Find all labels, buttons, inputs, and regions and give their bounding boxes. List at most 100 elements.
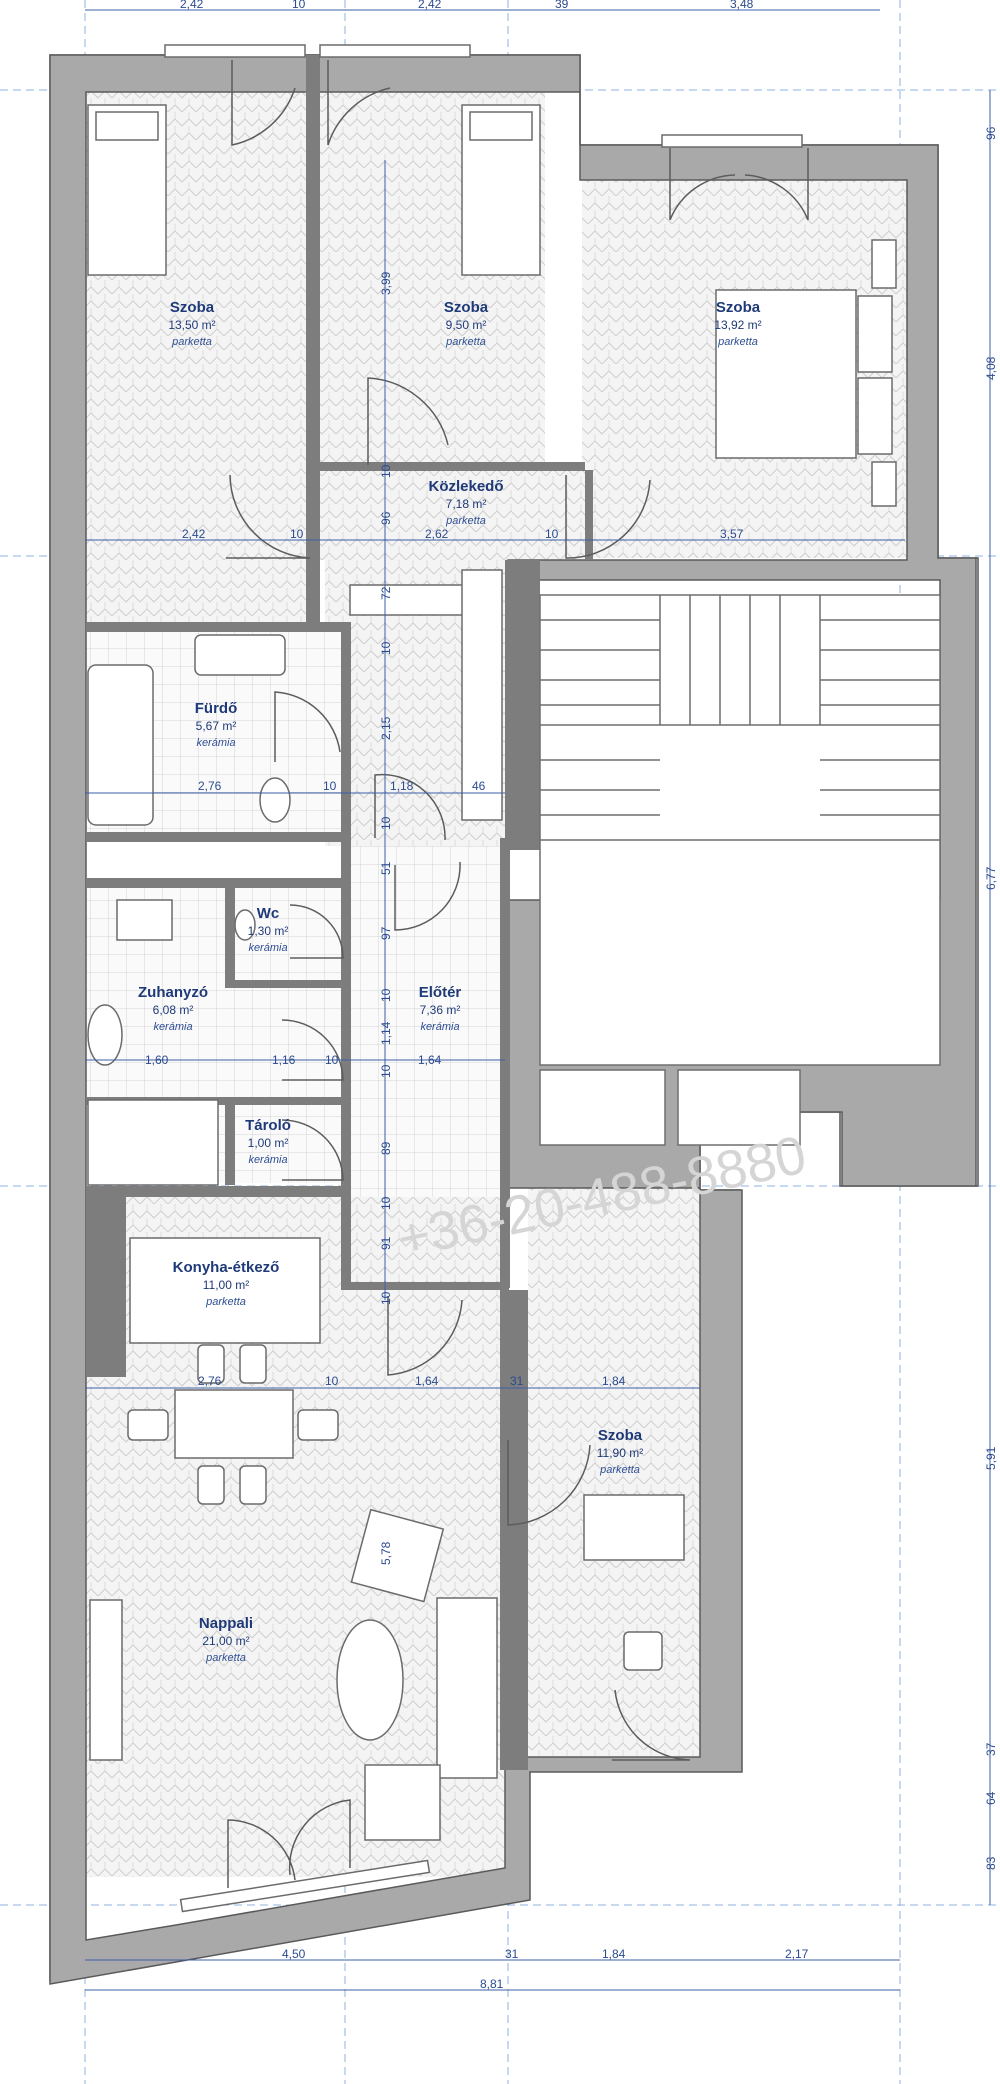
sink-icon xyxy=(194,634,286,676)
dim-row4-1: 2,76 xyxy=(198,1374,222,1388)
dim-row2-2: 10 xyxy=(323,779,337,793)
door-icon xyxy=(327,60,391,146)
room-floor: parketta xyxy=(171,336,212,348)
dim-right-2: 4,08 xyxy=(984,356,998,380)
dim-bottom-3: 1,84 xyxy=(602,1947,626,1961)
door-icon xyxy=(744,148,809,221)
door-icon xyxy=(281,1119,344,1181)
dim-corridor-3: 96 xyxy=(379,511,393,525)
dim-row4-4: 31 xyxy=(510,1374,524,1388)
room-floor: kerámia xyxy=(248,1154,287,1166)
walls xyxy=(49,54,979,1985)
dim-right-6: 64 xyxy=(984,1791,998,1805)
dim-corridor-10: 10 xyxy=(379,988,393,1002)
desk-icon xyxy=(583,1494,685,1561)
room-area: 6,08 m² xyxy=(153,1003,194,1017)
room-area: 21,00 m² xyxy=(202,1634,249,1648)
room-name: Nappali xyxy=(199,1615,253,1632)
tv-icon xyxy=(89,1599,123,1761)
room-floor: parketta xyxy=(445,336,486,348)
room-area: 5,67 m² xyxy=(196,719,237,733)
windows xyxy=(164,44,803,1913)
room-name: Szoba xyxy=(444,299,489,316)
armchair-icon xyxy=(364,1764,441,1841)
washbasin-icon xyxy=(87,1004,123,1066)
dim-row1-5: 3,57 xyxy=(720,527,744,541)
room-floor: kerámia xyxy=(420,1021,459,1033)
room-name: Zuhanyzó xyxy=(138,984,208,1001)
door-icon xyxy=(669,148,736,221)
dim-row3-3: 10 xyxy=(325,1053,339,1067)
room-name: Tároló xyxy=(245,1117,291,1134)
armchair-icon xyxy=(350,1508,445,1603)
dim-row3-2: 1,16 xyxy=(272,1053,296,1067)
dim-top-1: 2,42 xyxy=(180,0,204,11)
pillow-icon xyxy=(469,111,533,141)
room-name: Szoba xyxy=(598,1427,643,1444)
dim-nappali-inner: 5,78 xyxy=(379,1541,393,1565)
nightstand-icon xyxy=(871,239,897,289)
dim-row3-4: 1,64 xyxy=(418,1053,442,1067)
dimension-labels: 2,42 10 2,42 39 3,48 2,42 10 2,62 10 3,5… xyxy=(145,0,998,1991)
room-floor: parketta xyxy=(445,515,486,527)
door-icon xyxy=(507,1440,591,1526)
toilet-icon xyxy=(234,909,256,941)
toilet-icon xyxy=(259,777,291,823)
coffee-table-icon xyxy=(336,1619,404,1741)
dimension-lines xyxy=(85,9,991,1991)
door-icon xyxy=(231,60,296,146)
dim-row1-1: 2,42 xyxy=(182,527,206,541)
door-icon xyxy=(227,1819,296,1888)
door-icon xyxy=(394,861,461,931)
dim-bottom-total: 8,81 xyxy=(480,1977,504,1991)
floor-szoba-4 xyxy=(528,1186,700,1756)
dim-corridor-4: 72 xyxy=(379,586,393,600)
room-floor: kerámia xyxy=(248,942,287,954)
shower-icon xyxy=(87,1099,219,1186)
dim-corridor-6: 2,15 xyxy=(379,716,393,740)
dim-row1-2: 10 xyxy=(290,527,304,541)
dim-right-5: 37 xyxy=(984,1742,998,1756)
floor-kozlekedo xyxy=(315,470,585,560)
dim-corridor-11: 1,14 xyxy=(379,1021,393,1045)
room-floor: parketta xyxy=(205,1652,246,1664)
dim-right-3: 6,77 xyxy=(984,866,998,890)
pillow-icon xyxy=(857,377,893,455)
room-area: 13,50 m² xyxy=(168,318,215,332)
chair-icon xyxy=(197,1344,225,1384)
door-icon xyxy=(288,1799,351,1876)
dim-top-4: 39 xyxy=(555,0,569,11)
kitchen-counter-icon xyxy=(129,1237,321,1344)
room-area: 7,18 m² xyxy=(446,497,487,511)
dim-corridor-14: 10 xyxy=(379,1196,393,1210)
dim-row1-3: 2,62 xyxy=(425,527,449,541)
door-icon xyxy=(281,1019,344,1081)
room-name: Szoba xyxy=(170,299,215,316)
room-area: 7,36 m² xyxy=(420,1003,461,1017)
dining-table-icon xyxy=(174,1389,294,1459)
dim-right-4: 5,91 xyxy=(984,1446,998,1470)
dim-corridor-15: 91 xyxy=(379,1236,393,1250)
room-area: 1,00 m² xyxy=(248,1136,289,1150)
chair-icon xyxy=(239,1344,267,1384)
dim-bottom-4: 2,17 xyxy=(785,1947,809,1961)
double-bed-icon xyxy=(715,289,857,459)
dim-row3-1: 1,60 xyxy=(145,1053,169,1067)
dim-corridor-13: 89 xyxy=(379,1141,393,1155)
dim-row4-5: 1,84 xyxy=(602,1374,626,1388)
room-name: Szoba xyxy=(716,299,761,316)
chair-icon xyxy=(623,1631,663,1671)
dim-corridor-5: 10 xyxy=(379,641,393,655)
dim-top-3: 2,42 xyxy=(418,0,442,11)
chair-icon xyxy=(127,1409,169,1441)
chair-icon xyxy=(297,1409,339,1441)
room-floor: parketta xyxy=(599,1464,640,1476)
cabinet-icon xyxy=(116,899,173,941)
nightstand-icon xyxy=(871,461,897,507)
room-floor: kerámia xyxy=(153,1021,192,1033)
room-area: 13,92 m² xyxy=(714,318,761,332)
door-icon xyxy=(274,691,341,762)
dim-right-7: 83 xyxy=(984,1856,998,1870)
room-area: 11,90 m² xyxy=(597,1446,643,1460)
dim-row1-4: 10 xyxy=(545,527,559,541)
